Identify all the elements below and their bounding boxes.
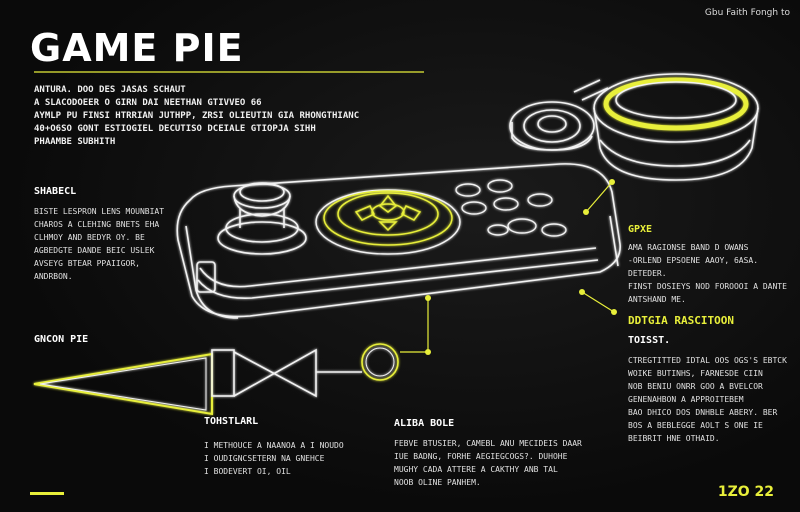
right-top-line: -ORLEND EPSOENE AAOY, 6ASA. (628, 256, 759, 265)
right-mid-line: GENENAHBON A APPROITEBEM (628, 395, 744, 404)
right-top-block: GPXE AMA RAGIONSE BAND D OWANS -ORLEND E… (628, 224, 787, 306)
puck-component (509, 73, 759, 181)
right-mid-block: DDTGIA RASCITOON TOISST. CTREGTITTED IDT… (628, 314, 787, 445)
intro-block: ANTURA. DOO DES JASAS SCHAUT A SLACODOEE… (34, 84, 359, 149)
aliabole-line: FEBVE BTUSIER, CAMEBL ANU MECIDEIS DAAR (394, 439, 582, 448)
shabecl-line: ANDRBON. (34, 272, 73, 281)
right-mid-line: CTREGTITTED IDTAL OOS OGS'S EBTCK (628, 356, 787, 365)
right-mid-line: BAO DHICO DOS DNHBLE ABERY. BER (628, 408, 778, 417)
controller-body (176, 163, 621, 319)
aliabole-block: ALIBA BOLE FEBVE BTUSIER, CAMEBL ANU MEC… (394, 418, 582, 489)
tohstlarl-line: I OUDIGNCSETERN NA GNEHCE (204, 454, 325, 463)
right-mid-heading: DDTGIA RASCITOON (628, 314, 734, 327)
aliabole-heading: ALIBA BOLE (394, 418, 455, 429)
tohstlarl-block: TOHSTLARL I METHOUCE A NAANOA A I NOUDO … (204, 416, 344, 478)
right-top-heading: GPXE (628, 224, 653, 235)
shabecl-line: CLHMOY AND BEDYR OY. BE (34, 233, 145, 242)
shabecl-line: AGBEDGTE DANDE BEIC USLEK (34, 246, 155, 255)
right-top-line: DETEDER. (628, 269, 667, 278)
intro-line: AYMLP PU FINSI HTRRIAN JUTHPP, ZRSI OLIE… (34, 111, 360, 121)
intro-line: A SLACODOEER O GIRN DAI NEETHAN GTIVVEO … (34, 98, 262, 108)
page-title: GAME PIE (30, 26, 244, 70)
wedge-schematic (33, 343, 399, 416)
right-top-line: AMA RAGIONSE BAND D OWANS (628, 243, 749, 252)
tohstlarl-line: I METHOUCE A NAANOA A I NOUDO (204, 441, 344, 450)
callouts (400, 181, 615, 353)
page-number: 1ZO 22 (717, 484, 774, 500)
shabecl-line: CHAROS A CLEHING BNETS EHA (34, 220, 160, 229)
right-mid-line: BEIBRIT HNE OTHAID. (628, 434, 720, 443)
aliabole-line: IUE BADNG, FORHE AEGIEGCOGS?. DUHOHE (394, 452, 568, 461)
footer-accent-bar (30, 492, 64, 495)
intro-line: ANTURA. DOO DES JASAS SCHAUT (34, 85, 186, 95)
face-buttons (455, 179, 567, 237)
shabecl-heading: SHABECL (34, 186, 77, 197)
shabecl-block: SHABECL BISTE LESPRON LENS MOUNBIAT CHAR… (34, 186, 164, 283)
right-mid-line: WOIKE BUTINHS, FARNESDE CIIN (628, 369, 763, 378)
shabecl-line: BISTE LESPRON LENS MOUNBIAT (34, 207, 165, 216)
right-top-line: FINST DOSIEYS NOD FOROOOI A DANTE (628, 282, 787, 291)
gncon-heading: GNCON PIE (34, 334, 89, 345)
top-right-caption: Gbu Faith Fongh to (704, 8, 790, 18)
tohstlarl-line: I BODEVERT OI, OIL (204, 467, 291, 476)
intro-line: 40+O6SO GONT ESTIOGIEL DECUTISO DCEIALE … (34, 124, 316, 134)
intro-line: PHAAMBE SUBHITH (34, 137, 116, 147)
right-mid-line: NOB BENIU ONRR GOO A BVELCOR (628, 382, 763, 391)
aliabole-line: NOOB OLINE PANHEM. (394, 478, 481, 487)
center-dial (315, 189, 461, 255)
right-top-line: ANTSHAND ME. (628, 295, 686, 304)
shabecl-line: AVSEYG BTEAR PPAIIGOR, (34, 259, 140, 268)
tohstlarl-heading: TOHSTLARL (204, 416, 259, 427)
right-mid-subheading: TOISST. (628, 335, 671, 346)
callout-dots (425, 179, 617, 355)
aliabole-line: MUGHY CADA ATTERE A CAKTHY ANB TAL (394, 465, 558, 474)
right-mid-line: BOS A BEBLEGGE AOLT S ONE IE (628, 421, 763, 430)
joystick (217, 182, 307, 255)
